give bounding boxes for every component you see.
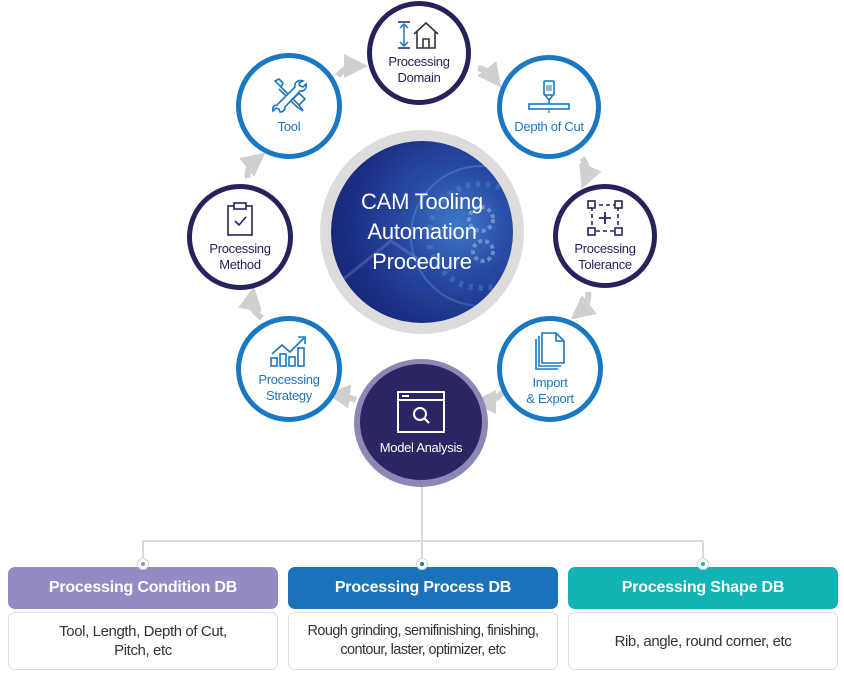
connector-dot-shape: [697, 558, 709, 570]
arrow-import-to-model: [472, 389, 506, 414]
node-depth-of-cut: Depth of Cut: [497, 55, 601, 159]
node-label: Processing Tolerance: [574, 241, 636, 272]
node-label: Tool: [277, 119, 301, 134]
window-search-icon: [397, 390, 445, 433]
clipboard-check-icon: [227, 202, 253, 236]
node-processing-tolerance: Processing Tolerance: [553, 184, 657, 288]
node-processing-domain: Processing Domain: [367, 1, 471, 105]
connector-dot-condition: [137, 558, 149, 570]
db-card-processing-condition: Processing Condition DB Tool, Length, De…: [8, 567, 278, 670]
db-title: Processing Shape DB: [568, 567, 838, 609]
node-import-export: Import & Export: [497, 316, 603, 422]
db-description: Rough grinding, semifinishing, finishing…: [288, 612, 558, 670]
db-title: Processing Process DB: [288, 567, 558, 609]
arrow-method-to-tool: [239, 152, 266, 179]
node-label: Processing Strategy: [258, 372, 320, 403]
center-title: CAM Tooling Automation Procedure: [360, 189, 484, 274]
db-description: Tool, Length, Depth of Cut, Pitch, etc: [8, 612, 278, 670]
hub-label: Model Analysis: [379, 439, 463, 455]
db-card-processing-process: Processing Process DB Rough grinding, se…: [288, 567, 558, 670]
node-label: Depth of Cut: [514, 119, 584, 134]
growth-chart-icon: [270, 336, 306, 367]
node-label: Processing Domain: [388, 54, 450, 85]
node-tool: Tool: [236, 53, 342, 159]
arrow-tool-to-domain: [335, 54, 368, 79]
arrow-depth-to-tolerance: [579, 156, 602, 190]
wrench-screwdriver-icon: [271, 78, 307, 113]
drill-cut-icon: [528, 80, 570, 113]
height-house-icon: [398, 21, 439, 49]
node-processing-strategy: Processing Strategy: [236, 316, 342, 422]
node-label: Import & Export: [526, 375, 574, 406]
db-description: Rib, angle, round corner, etc: [568, 612, 838, 670]
documents-icon: [535, 332, 565, 370]
arrow-strategy-to-method: [238, 286, 264, 321]
arrow-model-to-strategy: [326, 384, 358, 409]
arrow-domain-to-depth: [477, 61, 502, 88]
connector-dot-process: [416, 558, 428, 570]
db-card-processing-shape: Processing Shape DB Rib, angle, round co…: [568, 567, 838, 670]
hub-model-analysis: Model Analysis: [360, 364, 482, 480]
center-circle: CAM Tooling Automation Procedure: [331, 141, 513, 323]
node-processing-method: Processing Method: [187, 184, 293, 290]
dashed-box-plus-icon: [587, 200, 623, 236]
arrow-tolerance-to-import: [570, 291, 597, 320]
tech-gear-background-icon: [340, 165, 513, 307]
db-title: Processing Condition DB: [8, 567, 278, 609]
node-label: Processing Method: [209, 241, 271, 272]
